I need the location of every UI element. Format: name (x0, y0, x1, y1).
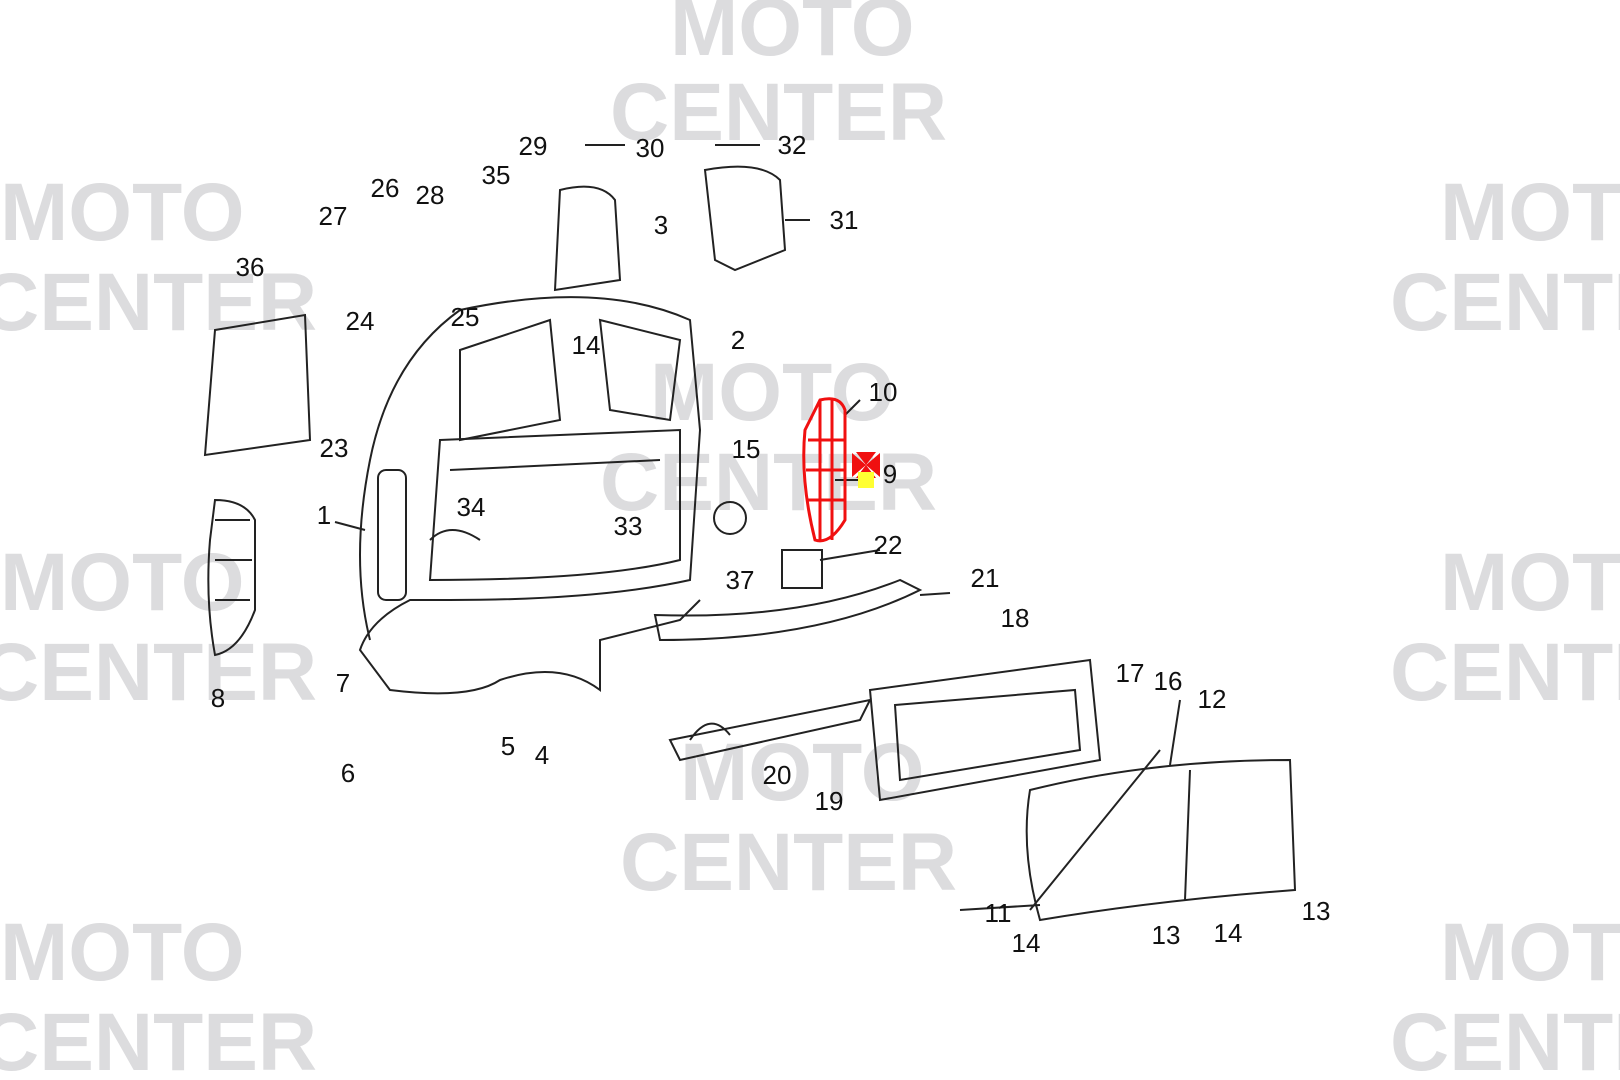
label-1[interactable]: 1 (317, 500, 331, 530)
part-9-highlighted (802, 397, 847, 543)
label-15[interactable]: 15 (732, 434, 761, 464)
label-26[interactable]: 26 (371, 173, 400, 203)
label-21[interactable]: 21 (971, 563, 1000, 593)
label-28[interactable]: 28 (416, 180, 445, 210)
part-drawings (203, 144, 1297, 922)
watermark-text: CENTER (620, 817, 957, 908)
label-25[interactable]: 25 (451, 302, 480, 332)
part-36 (203, 313, 312, 457)
part-15 (713, 501, 747, 535)
label-37[interactable]: 37 (726, 565, 755, 595)
label-17[interactable]: 17 (1116, 658, 1145, 688)
part-1-body (358, 296, 702, 695)
label-35[interactable]: 35 (482, 160, 511, 190)
part-12 (1025, 758, 1297, 922)
label-9[interactable]: 9 (883, 459, 897, 489)
part-31 (703, 165, 787, 272)
watermark-text: MOTO (650, 347, 894, 438)
part-8 (207, 498, 256, 657)
label-16[interactable]: 16 (1154, 666, 1183, 696)
label-8[interactable]: 8 (211, 683, 225, 713)
label-3[interactable]: 3 (654, 210, 668, 240)
part-1-tray (428, 428, 681, 582)
label-20[interactable]: 20 (763, 760, 792, 790)
leader-lines (334, 144, 1181, 911)
label-14c[interactable]: 14 (1214, 918, 1243, 948)
label-36[interactable]: 36 (236, 252, 265, 282)
watermark-text: CENTER (0, 627, 317, 718)
watermark-text: MOTO (0, 167, 244, 258)
label-29[interactable]: 29 (519, 131, 548, 161)
selection-marker (852, 452, 880, 488)
label-14b[interactable]: 14 (1012, 928, 1041, 958)
label-12[interactable]: 12 (1198, 684, 1227, 714)
part-29 (553, 185, 622, 292)
part-18 (868, 658, 1102, 802)
part-22 (781, 549, 823, 589)
label-18[interactable]: 18 (1001, 603, 1030, 633)
watermark-text: CENTER (0, 257, 317, 348)
watermark-text: MOTO (680, 727, 924, 818)
watermark-text: MOTO (1440, 167, 1620, 258)
label-33[interactable]: 33 (614, 511, 643, 541)
label-32[interactable]: 32 (778, 130, 807, 160)
label-5[interactable]: 5 (501, 731, 515, 761)
label-11[interactable]: 11 (985, 898, 1012, 928)
watermark-text: MOTO (0, 537, 244, 628)
watermark-text: CENTER (610, 67, 947, 158)
label-10[interactable]: 10 (869, 377, 898, 407)
label-30[interactable]: 30 (636, 133, 665, 163)
label-24[interactable]: 24 (346, 306, 375, 336)
watermark-text: CENTER (1390, 997, 1620, 1080)
label-22[interactable]: 22 (874, 530, 903, 560)
label-7[interactable]: 7 (336, 668, 350, 698)
watermark-text: CENTER (0, 997, 317, 1080)
watermark-text: CENTER (1390, 627, 1620, 718)
watermark-text: CENTER (600, 437, 937, 528)
part-labels: 29 30 32 31 35 26 28 27 3 36 24 25 14 2 … (211, 130, 1331, 958)
label-23[interactable]: 23 (320, 433, 349, 463)
part-1-inner (459, 318, 682, 442)
label-2[interactable]: 2 (731, 325, 745, 355)
label-14[interactable]: 14 (572, 330, 601, 360)
watermark-text: MOTO (0, 907, 244, 998)
label-27[interactable]: 27 (319, 201, 348, 231)
watermark-text: MOTO (1440, 537, 1620, 628)
watermark-text: CENTER (1390, 257, 1620, 348)
part-20 (668, 698, 872, 762)
label-19[interactable]: 19 (815, 786, 844, 816)
label-6[interactable]: 6 (341, 758, 355, 788)
watermark-text: MOTO (1440, 907, 1620, 998)
label-34[interactable]: 34 (457, 492, 486, 522)
label-4[interactable]: 4 (535, 740, 549, 770)
part-1-vents (377, 469, 407, 601)
part-21 (653, 578, 923, 642)
label-31[interactable]: 31 (830, 205, 859, 235)
watermark-text: MOTO (670, 0, 914, 73)
label-13[interactable]: 13 (1152, 920, 1181, 950)
label-13b[interactable]: 13 (1302, 896, 1331, 926)
